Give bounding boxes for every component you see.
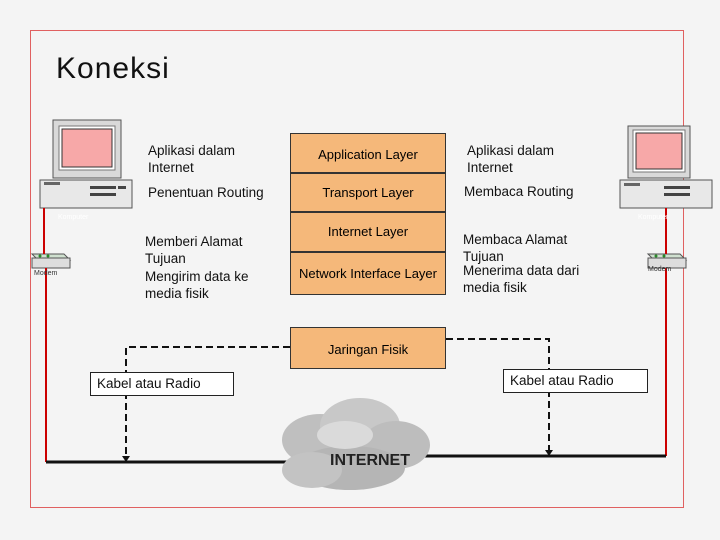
- left-computer-label: Komputer: [58, 214, 89, 221]
- left-address-text: Memberi Alamat Tujuan: [145, 234, 243, 266]
- left-modem-label: Modem: [34, 270, 58, 277]
- right-computer-label: Komputer: [638, 214, 669, 221]
- right-modem-icon: [646, 253, 688, 269]
- right-routing-text: Membaca Routing: [464, 184, 574, 199]
- slide-frame: [30, 30, 684, 508]
- right-receive-text: Menerima data dari media fisik: [463, 263, 580, 295]
- left-modem-icon: [30, 253, 72, 269]
- internet-cloud-icon: [282, 398, 430, 490]
- right-address-text: Membaca Alamat Tujuan: [463, 232, 568, 264]
- left-routing-text: Penentuan Routing: [148, 185, 264, 200]
- layer-physical: Jaringan Fisik: [290, 327, 446, 369]
- left-cable-label: Kabel atau Radio: [90, 372, 234, 396]
- right-dashed-connector: [446, 338, 550, 452]
- layer-network-interface: Network Interface Layer: [290, 252, 446, 295]
- right-app-text: Aplikasi dalam Internet: [467, 143, 555, 175]
- layer-application: Application Layer: [290, 133, 446, 173]
- right-modem-label: Modem: [648, 266, 672, 273]
- left-computer-icon: [39, 119, 133, 209]
- layer-internet: Internet Layer: [290, 212, 446, 252]
- left-app-text: Aplikasi dalam Internet: [148, 143, 236, 175]
- right-cable-label: Kabel atau Radio: [503, 369, 648, 393]
- left-send-text: Mengirim data ke media fisik: [145, 269, 249, 301]
- left-dashed-connector: [125, 346, 290, 458]
- page-title: Koneksi: [56, 52, 170, 85]
- internet-label: INTERNET: [330, 452, 410, 469]
- layer-transport: Transport Layer: [290, 173, 446, 212]
- right-computer-icon: [619, 125, 713, 209]
